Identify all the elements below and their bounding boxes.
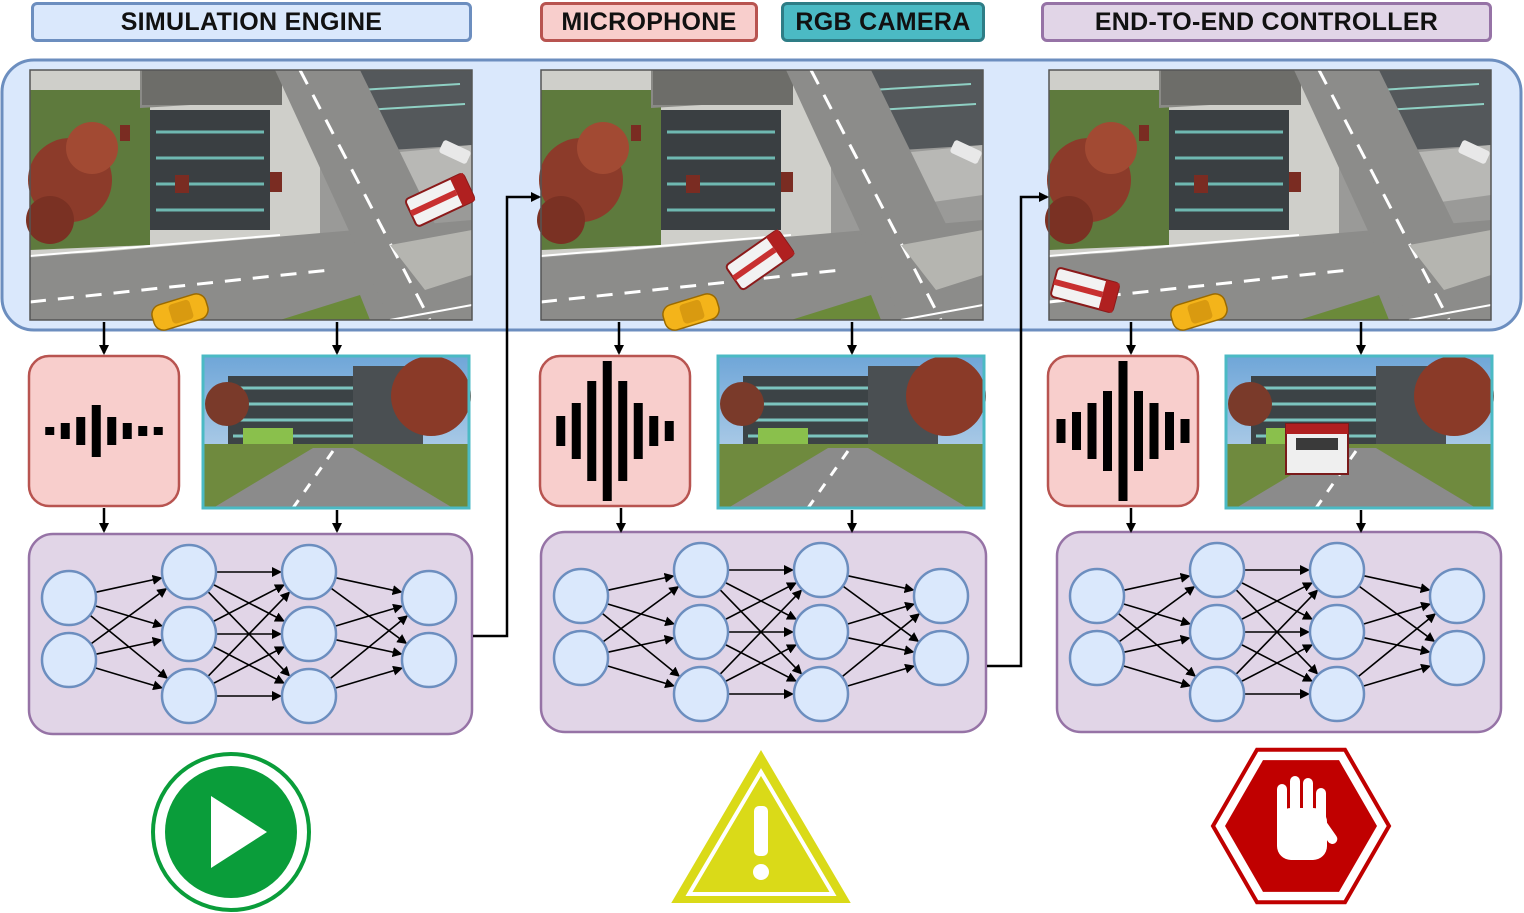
ambulance-front-view: [1285, 423, 1349, 475]
top-down-scene: [26, 69, 476, 331]
audio-waveform-icon: [556, 361, 674, 501]
network-node: [400, 631, 458, 689]
network-node: [1188, 665, 1246, 723]
network-node: [672, 603, 730, 661]
neural-network: [40, 543, 458, 725]
yellow-car: [151, 293, 209, 331]
ambulance: [725, 229, 795, 291]
neural-network: [1068, 541, 1486, 723]
network-node: [1068, 567, 1126, 625]
network-node: [792, 541, 850, 599]
network-node: [280, 667, 338, 725]
top-down-scene: [537, 69, 984, 331]
panel-emergency-vehicle-approaching: [537, 69, 988, 903]
audio-waveform-icon: [1056, 361, 1190, 501]
microphone-box: [538, 354, 692, 508]
network-node: [912, 567, 970, 625]
network-node: [400, 569, 458, 627]
network-node: [1188, 603, 1246, 661]
panel-transition-arrow: [987, 192, 1049, 668]
network-node: [1308, 541, 1366, 599]
network-node: [1428, 567, 1486, 625]
network-node: [160, 605, 218, 663]
ambulance: [1050, 267, 1120, 313]
warning-icon: [671, 750, 851, 903]
network-node: [40, 631, 98, 689]
network-node: [160, 667, 218, 725]
yellow-car: [1170, 293, 1228, 331]
ambulance: [404, 172, 476, 227]
network-node: [160, 543, 218, 601]
play-icon: [151, 752, 311, 912]
network-node: [912, 629, 970, 687]
network-node: [1188, 541, 1246, 599]
legend-rgb-camera: RGB CAMERA: [781, 2, 985, 42]
network-node: [552, 567, 610, 625]
yellow-car: [662, 293, 720, 331]
rgb-camera-view: [716, 354, 986, 510]
network-node: [1308, 603, 1366, 661]
top-down-scene: [1045, 69, 1492, 331]
audio-waveform-icon: [45, 405, 163, 457]
stop-hand-icon: [1210, 747, 1392, 905]
panel-emergency-vehicle-ahead: [1045, 69, 1503, 905]
network-node: [672, 665, 730, 723]
legend-end-to-end-controller: END-TO-END CONTROLLER: [1041, 2, 1492, 42]
rgb-camera-view: [1224, 354, 1494, 510]
network-node: [792, 665, 850, 723]
network-node: [1068, 629, 1126, 687]
legend-simulation-engine: SIMULATION ENGINE: [31, 2, 472, 42]
network-node: [792, 603, 850, 661]
network-node: [672, 541, 730, 599]
network-node: [280, 605, 338, 663]
neural-network: [552, 541, 970, 723]
network-node: [280, 543, 338, 601]
network-node: [1308, 665, 1366, 723]
panel-no-emergency-vehicle: [26, 69, 476, 912]
rgb-camera-view: [201, 354, 471, 510]
microphone-box: [27, 354, 181, 508]
network-node: [40, 569, 98, 627]
network-node: [1428, 629, 1486, 687]
legend-microphone: MICROPHONE: [540, 2, 758, 42]
panel-transition-arrow: [473, 192, 541, 638]
network-node: [552, 629, 610, 687]
